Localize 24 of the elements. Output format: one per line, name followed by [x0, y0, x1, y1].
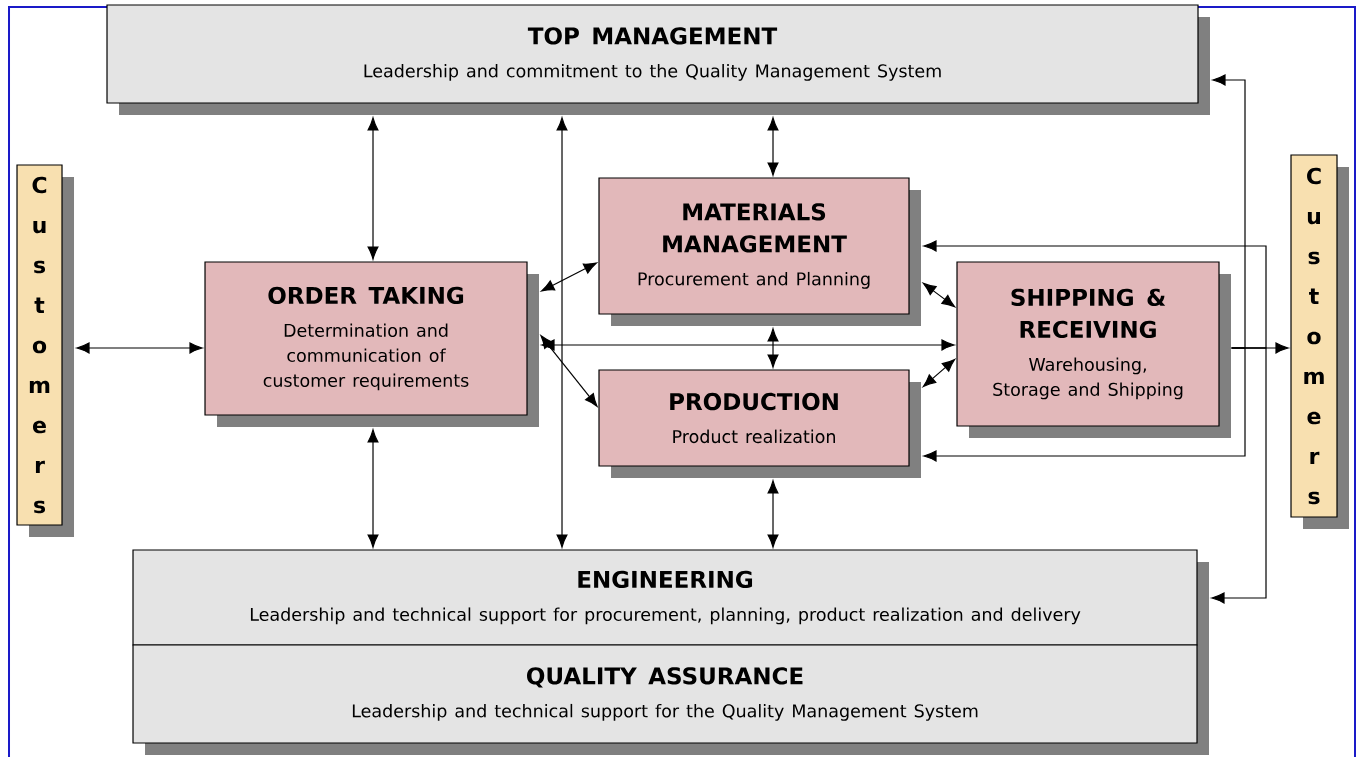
arrow: [556, 117, 568, 548]
arrow: [922, 358, 956, 388]
customer-bar: Customers: [16, 164, 74, 537]
arrow: [76, 342, 203, 354]
arrow: [1211, 347, 1267, 604]
support-band: QUALITY ASSURANCE Leadership and technical support for the Quality Management System: [132, 644, 1209, 755]
process-box: ORDER TAKING Determination and communication of customer requirements: [204, 261, 539, 427]
customer-bar: Customers: [1290, 154, 1349, 529]
arrow: [922, 282, 956, 308]
arrow: [541, 339, 955, 351]
arrow: [541, 262, 597, 292]
process-box: MATERIALS MANAGEMENT Procurement and Planning: [598, 177, 921, 326]
arrow: [923, 347, 1246, 462]
process-box: PRODUCTION Product realization: [598, 369, 921, 478]
arrow: [767, 328, 779, 368]
arrow: [923, 240, 1267, 349]
process-box: SHIPPING & RECEIVING Warehousing, Storage and Shipping: [956, 261, 1231, 438]
arrow: [767, 117, 779, 176]
management-band: TOP MANAGEMENT Leadership and commitment to the Quality Management System: [106, 4, 1210, 115]
support-band: ENGINEERING Leadership and technical support for procurement, planning, product realization and delivery: [132, 549, 1209, 657]
arrow: [1212, 74, 1246, 349]
arrow: [367, 117, 379, 260]
arrow: [767, 480, 779, 548]
arrow: [367, 429, 379, 548]
